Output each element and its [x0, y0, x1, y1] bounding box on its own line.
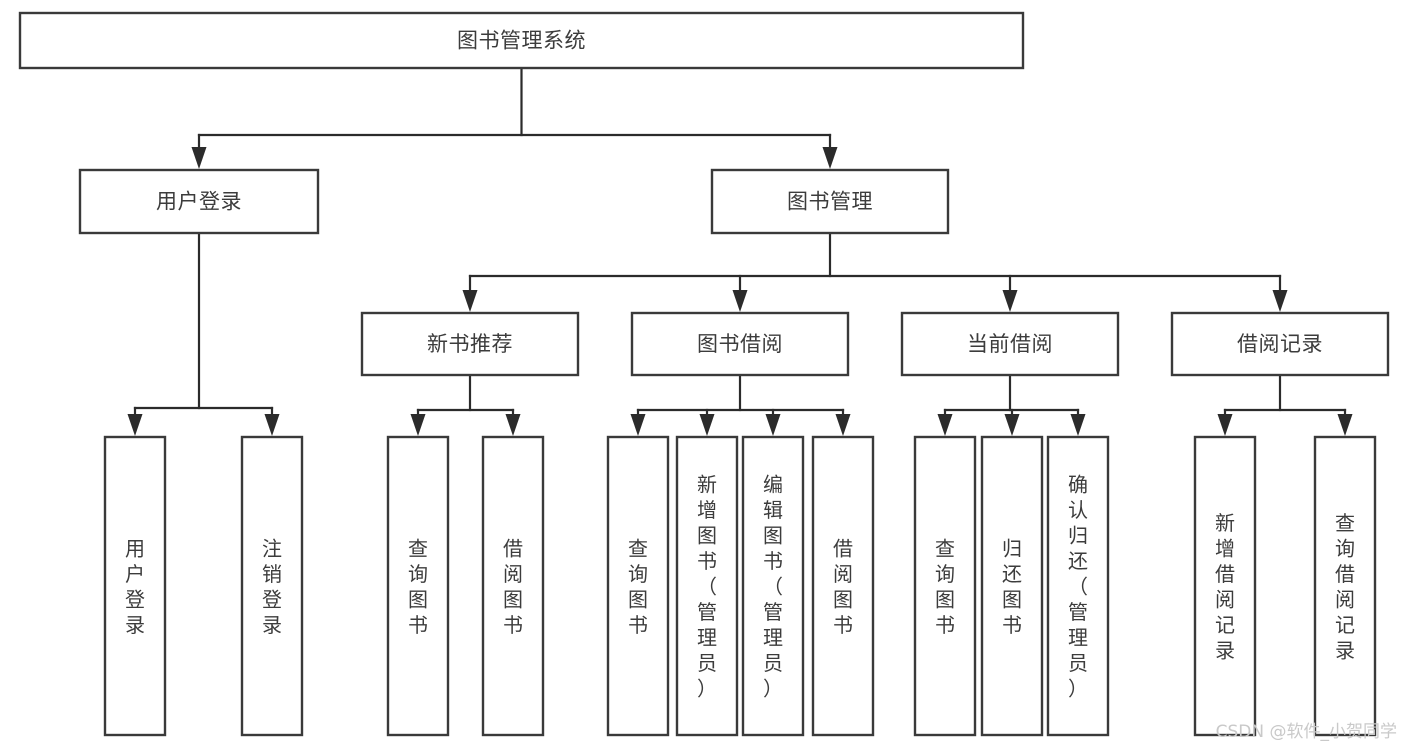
arrow-head-icon — [1004, 414, 1020, 436]
node-box[interactable] — [675, 435, 739, 737]
node-label: 查询图书 — [408, 536, 428, 637]
node-box[interactable] — [606, 435, 670, 737]
node-root-root[interactable]: 图书管理系统 — [18, 11, 1025, 70]
node-box[interactable] — [630, 311, 850, 377]
node-label: 注销登录 — [262, 536, 282, 637]
node-leaf-leaf-query-book-3[interactable]: 查询图书 — [913, 435, 977, 737]
arrow-head-icon — [462, 290, 478, 312]
node-label: 用户登录 — [156, 190, 242, 214]
node-leaf-leaf-query-book-2[interactable]: 查询图书 — [606, 435, 670, 737]
arrow-head-icon — [1217, 414, 1233, 436]
node-label: 新增图书（管理员） — [697, 473, 717, 701]
node-level3-book-borrow[interactable]: 图书借阅 — [630, 311, 850, 377]
node-leaf-leaf-query-record[interactable]: 查询借阅记录 — [1313, 435, 1377, 737]
node-leaf-leaf-return-book[interactable]: 归还图书 — [980, 435, 1044, 737]
node-box[interactable] — [1313, 435, 1377, 737]
arrow-head-icon — [732, 290, 748, 312]
node-box[interactable] — [386, 435, 450, 737]
node-label: 当前借阅 — [967, 332, 1053, 356]
arrow-head-icon — [765, 414, 781, 436]
node-label: 查询借阅记录 — [1335, 511, 1355, 663]
node-box[interactable] — [103, 435, 167, 737]
node-leaf-leaf-add-record[interactable]: 新增借阅记录 — [1193, 435, 1257, 737]
arrow-head-icon — [699, 414, 715, 436]
node-leaf-leaf-logout[interactable]: 注销登录 — [240, 435, 304, 737]
node-box[interactable] — [240, 435, 304, 737]
node-box[interactable] — [741, 435, 805, 737]
node-leaf-leaf-borrow-book-1[interactable]: 借阅图书 — [481, 435, 545, 737]
node-level3-current-borrow[interactable]: 当前借阅 — [900, 311, 1120, 377]
node-label: 借阅图书 — [503, 536, 523, 637]
node-label: 归还图书 — [1002, 536, 1022, 637]
node-leaf-leaf-confirm-return[interactable]: 确认归还（管理员） — [1046, 435, 1110, 737]
node-box[interactable] — [481, 435, 545, 737]
arrow-head-icon — [835, 414, 851, 436]
arrow-head-icon — [191, 147, 207, 169]
node-level3-borrow-record[interactable]: 借阅记录 — [1170, 311, 1390, 377]
watermark-text: CSDN @软件_小贺同学 — [1215, 722, 1397, 742]
node-leaf-leaf-add-book[interactable]: 新增图书（管理员） — [675, 435, 739, 737]
node-label: 查询图书 — [935, 536, 955, 637]
node-box[interactable] — [360, 311, 580, 377]
arrow-head-icon — [937, 414, 953, 436]
arrow-head-icon — [1272, 290, 1288, 312]
node-label: 查询图书 — [628, 536, 648, 637]
node-box[interactable] — [1170, 311, 1390, 377]
node-box[interactable] — [811, 435, 875, 737]
arrow-head-icon — [410, 414, 426, 436]
arrow-head-icon — [505, 414, 521, 436]
node-label: 借阅图书 — [833, 536, 853, 637]
node-leaf-leaf-user-login[interactable]: 用户登录 — [103, 435, 167, 737]
node-label: 图书管理系统 — [457, 29, 586, 53]
arrow-head-icon — [822, 147, 838, 169]
node-box[interactable] — [1046, 435, 1110, 737]
arrow-head-icon — [630, 414, 646, 436]
node-box[interactable] — [900, 311, 1120, 377]
node-level3-new-book-rec[interactable]: 新书推荐 — [360, 311, 580, 377]
node-box[interactable] — [1193, 435, 1257, 737]
arrow-head-icon — [127, 414, 143, 436]
node-label: 图书借阅 — [697, 332, 783, 356]
node-label: 图书管理 — [787, 190, 873, 214]
node-label: 新增借阅记录 — [1215, 511, 1235, 663]
node-level2-user-login[interactable]: 用户登录 — [78, 168, 320, 235]
arrow-head-icon — [1070, 414, 1086, 436]
arrow-head-icon — [1002, 290, 1018, 312]
node-label: 确认归还（管理员） — [1068, 473, 1088, 701]
node-leaf-leaf-edit-book[interactable]: 编辑图书（管理员） — [741, 435, 805, 737]
node-leaf-leaf-borrow-book-2[interactable]: 借阅图书 — [811, 435, 875, 737]
node-label: 借阅记录 — [1237, 332, 1323, 356]
arrow-head-icon — [264, 414, 280, 436]
node-label: 用户登录 — [125, 536, 145, 637]
node-box[interactable] — [78, 168, 320, 235]
node-leaf-leaf-query-book-1[interactable]: 查询图书 — [386, 435, 450, 737]
node-box[interactable] — [710, 168, 950, 235]
node-label: 编辑图书（管理员） — [763, 473, 783, 701]
arrow-head-icon — [1337, 414, 1353, 436]
node-box[interactable] — [980, 435, 1044, 737]
node-label: 新书推荐 — [427, 332, 513, 356]
node-box[interactable] — [18, 11, 1025, 70]
node-level2-book-manage[interactable]: 图书管理 — [710, 168, 950, 235]
node-box[interactable] — [913, 435, 977, 737]
